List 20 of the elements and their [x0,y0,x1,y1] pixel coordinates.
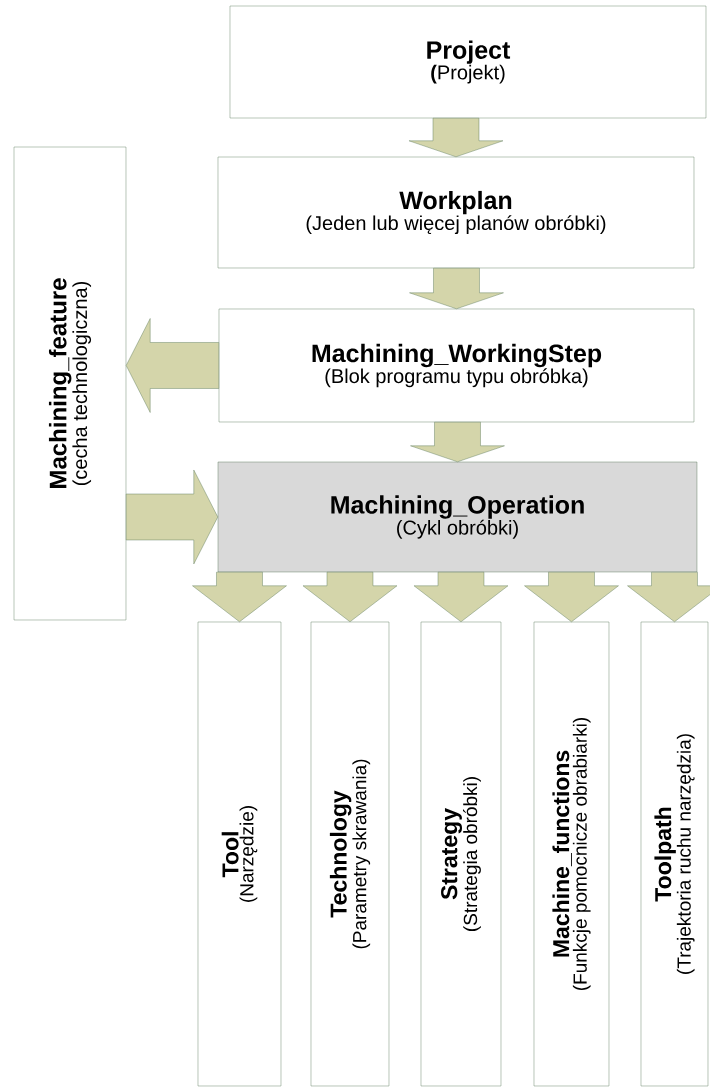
process-box: Technology (Parametry skrawania) [310,621,390,1087]
process-box: Project (Projekt) [229,5,707,119]
block-arrow [192,572,287,622]
process-box: Strategy (Strategia obróbki) [420,621,502,1087]
process-box: Machine_functions (Funkcje pomocnicze obrabiarki) [533,621,610,1087]
process-box: Machining_feature (cecha technologiczna) [13,146,127,621]
block-arrow [408,118,504,157]
block-arrow [126,469,218,565]
block-arrow [413,572,509,622]
process-box: Toolpath (Trajektoria ruchu narzędzia) [640,621,709,1087]
process-box: Machining_WorkingStep (Blok programu typu obróbka) [218,308,695,423]
block-arrow [409,268,504,309]
block-arrow [410,422,505,462]
process-box: Workplan (Jeden lub więcej planów obróbki) [217,156,695,269]
block-arrow [627,572,710,622]
process-box: Machining_Operation (Cykl obróbki) [217,461,698,573]
process-box: Tool (Narzędzie) [197,621,282,1087]
block-arrow [524,572,619,622]
block-arrow [302,572,398,622]
block-arrow [126,318,219,413]
